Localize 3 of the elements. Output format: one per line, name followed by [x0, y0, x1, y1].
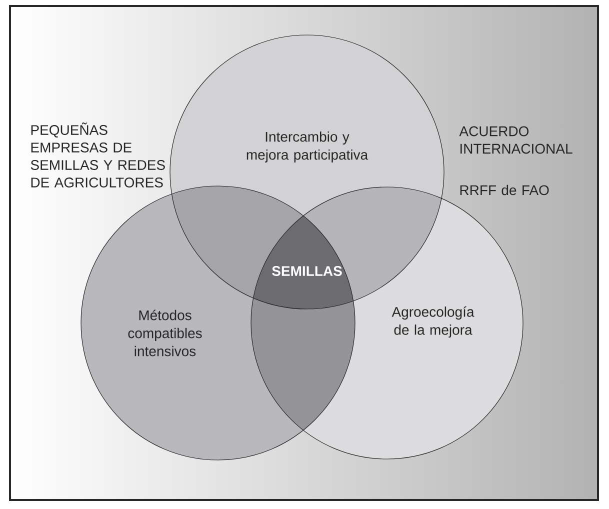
center-label: SEMILLAS: [272, 266, 342, 276]
label-text: ACUERDO INTERNACIONAL: [459, 126, 572, 154]
label-text: PEQUEÑAS EMPRESAS DE SEMILLAS Y REDES DE AGRICULTORES: [30, 122, 165, 188]
